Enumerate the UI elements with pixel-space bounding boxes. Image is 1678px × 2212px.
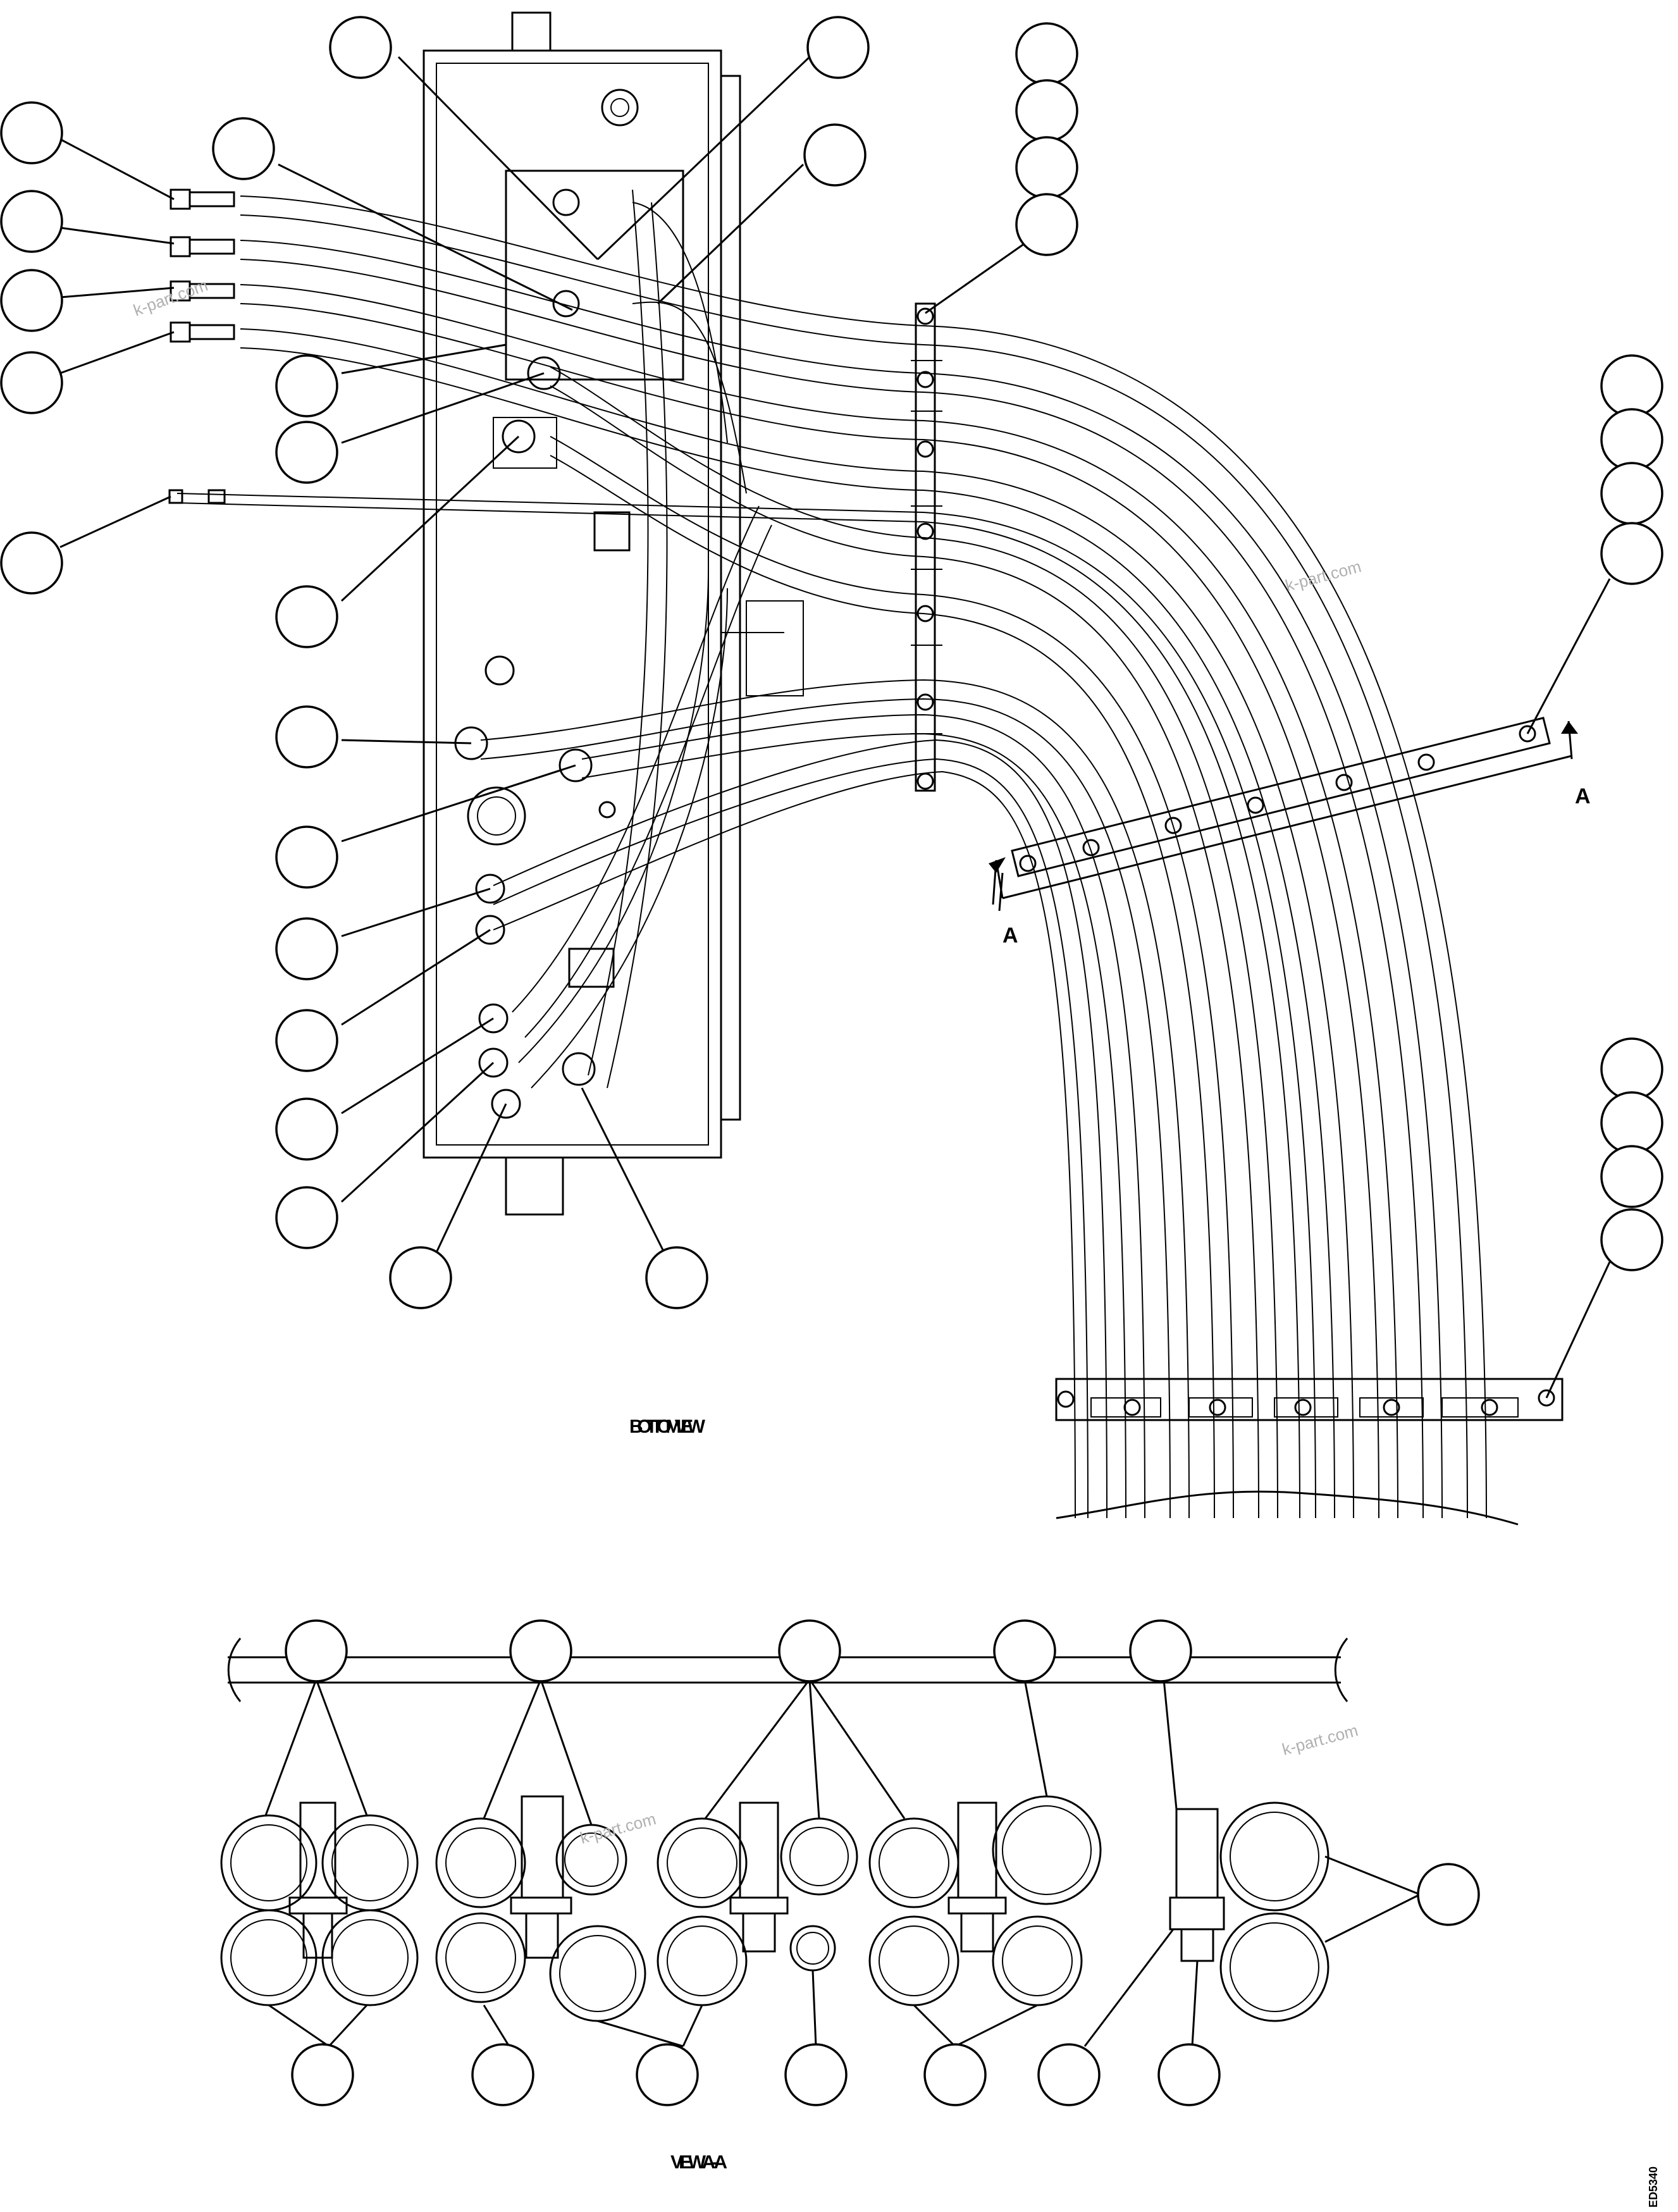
valve-block	[423, 11, 804, 1216]
callouts-bottom-view	[0, 16, 1663, 1399]
callout	[1417, 1863, 1480, 1926]
hose-bundle	[176, 189, 1487, 1519]
callout	[1600, 462, 1663, 525]
callout	[1600, 354, 1663, 417]
callout	[1600, 408, 1663, 471]
section-a-right-label: A	[1575, 784, 1591, 808]
callout	[645, 1246, 708, 1309]
callout	[1600, 1037, 1663, 1101]
callout	[275, 825, 338, 889]
watermark: k-part.com	[1283, 557, 1363, 595]
callout	[993, 1619, 1056, 1683]
section-a-left-label: A	[1002, 924, 1018, 948]
callout	[1015, 136, 1078, 199]
callout	[275, 1186, 338, 1249]
callout	[1600, 1091, 1663, 1154]
callout	[285, 1619, 348, 1683]
callout	[291, 2043, 354, 2106]
callouts-view-aa	[264, 1619, 1480, 2106]
callout	[212, 117, 275, 180]
callout	[806, 16, 870, 79]
angled-clamp-strip	[989, 717, 1578, 911]
valve-fittings	[454, 188, 596, 1119]
callout	[389, 1246, 452, 1309]
callout	[275, 421, 338, 484]
callout	[1015, 22, 1078, 85]
callout	[0, 351, 63, 414]
callout	[0, 190, 63, 253]
hose-end-fittings	[168, 188, 235, 504]
callout	[275, 585, 338, 648]
vertical-clamp-strip	[911, 302, 942, 792]
callout	[1600, 1208, 1663, 1271]
callout	[1129, 1619, 1192, 1683]
callout	[509, 1619, 572, 1683]
callout	[1157, 2043, 1221, 2106]
callout	[803, 123, 867, 187]
callout	[0, 531, 63, 595]
view-aa-label: VIEW A - A	[670, 2152, 727, 2173]
callout	[0, 269, 63, 332]
callout	[1037, 2043, 1101, 2106]
watermark: k-part.com	[1280, 1721, 1360, 1759]
callout	[275, 917, 338, 980]
callout	[275, 705, 338, 769]
callout	[1600, 522, 1663, 585]
callout	[1015, 79, 1078, 142]
callout	[1600, 1145, 1663, 1208]
callout	[275, 1009, 338, 1072]
callout	[275, 1097, 338, 1161]
view-aa-section	[220, 1638, 1348, 2022]
callout	[1015, 193, 1078, 256]
bottom-view-label: BOTTOM VIEW	[629, 1416, 706, 1437]
lower-clamp-strip	[1055, 1378, 1564, 1526]
callout	[329, 16, 392, 79]
callout	[778, 1619, 841, 1683]
callout	[784, 2043, 848, 2106]
callout	[0, 101, 63, 164]
callout	[471, 2043, 534, 2106]
callout	[636, 2043, 699, 2106]
callout	[923, 2043, 987, 2106]
watermark: k-part.com	[578, 1809, 658, 1848]
callout	[275, 354, 338, 417]
drawing-code: ED5340	[1647, 2166, 1660, 2208]
